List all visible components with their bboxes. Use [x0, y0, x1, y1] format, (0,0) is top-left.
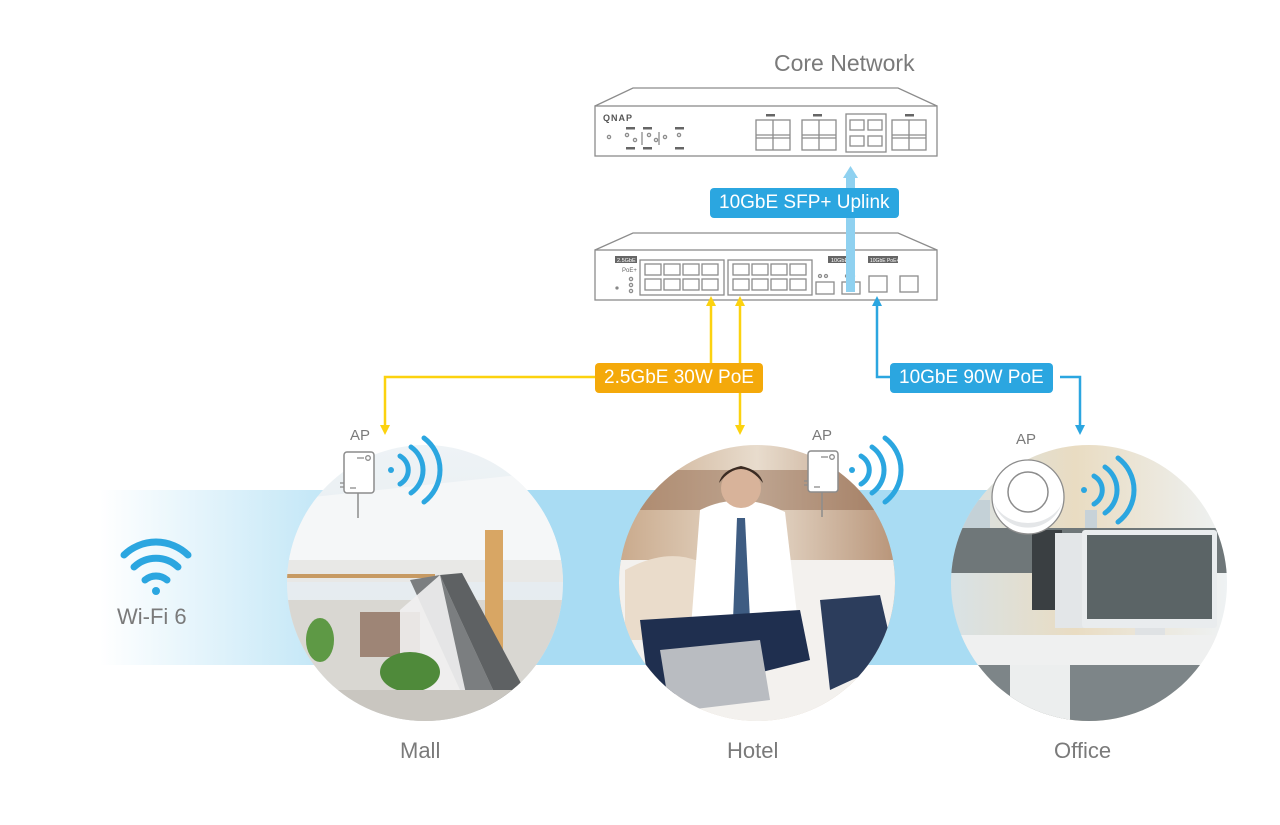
site-label-office: Office [1054, 738, 1112, 763]
mall-ap-label: AP [350, 427, 371, 444]
poe-10g-connector [875, 300, 1082, 425]
poe-plus-label: PoE+ [622, 268, 637, 274]
poe-10g-tag: 10GbE 90W PoE [890, 363, 1053, 393]
access-switch: 2.5GbE PoE+ 10GbE 10GbE PoE++ [594, 232, 938, 301]
office-ap-label: AP [1016, 431, 1037, 448]
rj45-ports-2-5g [644, 263, 807, 291]
mall-photo [287, 445, 563, 721]
yellow-arrowheads [380, 296, 745, 435]
wifi-6-label: Wi-Fi 6 [117, 604, 187, 629]
core-switch-brand: QNAP [603, 113, 633, 123]
uplink-tag: 10GbE SFP+ Uplink [710, 188, 899, 218]
port-group-label-10g-poe: 10GbE PoE++ [870, 258, 902, 264]
core-network-title: Core Network [774, 50, 915, 76]
mall-access-point [340, 451, 375, 518]
hotel-wifi-signal-icon [849, 435, 904, 505]
poe-2-5g-tag: 2.5GbE 30W PoE [595, 363, 763, 393]
wifi-icon [120, 538, 192, 595]
mall-wifi-signal-icon [388, 435, 443, 505]
hotel-ap-label: AP [812, 427, 833, 444]
blue-arrowheads [872, 296, 1085, 435]
site-label-hotel: Hotel [727, 738, 779, 763]
uplink-connector [843, 166, 858, 292]
core-switch: QNAP [594, 87, 938, 157]
port-group-label-10g: 10GbE [831, 258, 848, 264]
office-photo [951, 445, 1227, 721]
office-wifi-signal-icon [1081, 455, 1137, 525]
office-access-point [991, 459, 1065, 535]
hotel-access-point [804, 450, 839, 517]
site-label-mall: Mall [400, 738, 441, 763]
hotel-photo [619, 445, 895, 721]
coverage-band [100, 490, 1060, 665]
port-group-label-2-5g: 2.5GbE [617, 258, 636, 264]
